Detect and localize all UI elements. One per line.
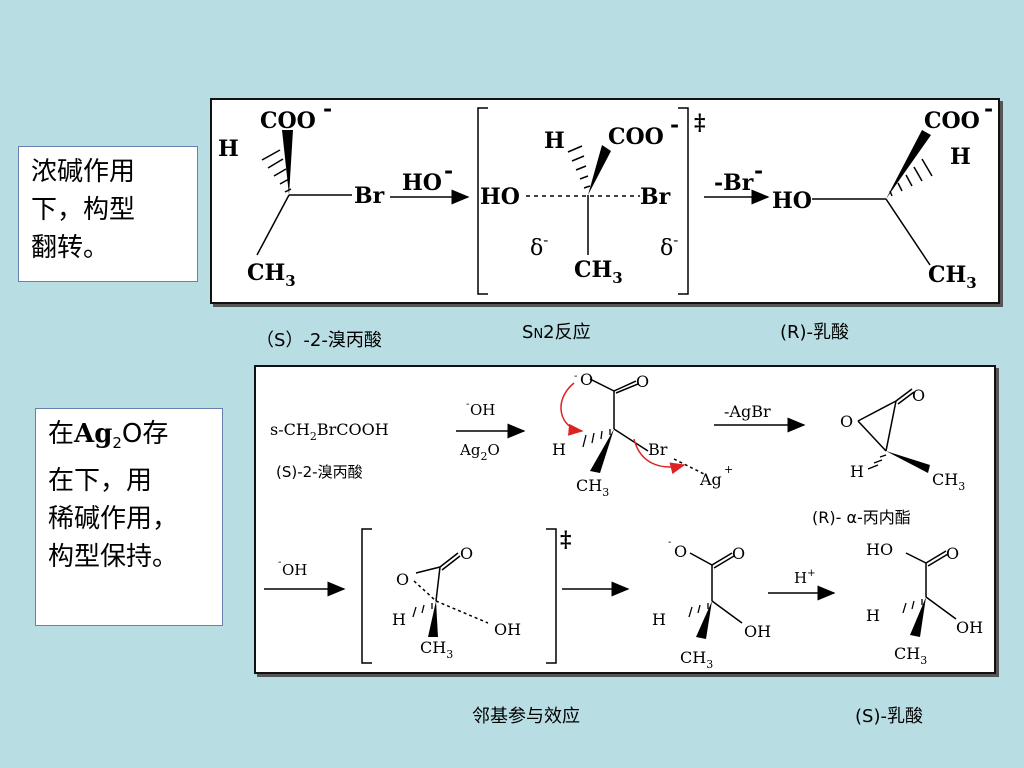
o-label: O xyxy=(460,544,473,563)
br-label: Br xyxy=(640,184,671,210)
note-line: 构型保持。 xyxy=(48,542,179,573)
minus-br-label: -Br xyxy=(714,170,754,196)
formula-label: s-CH2BrCOOH xyxy=(270,420,389,443)
h-label: H xyxy=(392,610,406,629)
ho-label: HO xyxy=(866,540,893,559)
subscript: 2 xyxy=(112,434,122,453)
charge-sign: - xyxy=(574,371,577,382)
o-label: O xyxy=(674,542,687,561)
ch3-label: CH3 xyxy=(574,257,623,287)
coo-label: COO xyxy=(608,124,664,150)
double-dagger: ‡ xyxy=(560,527,572,553)
note-line: 稀碱作用， xyxy=(48,504,179,535)
s-bromopropanoate: COO - H Br CH3 xyxy=(218,96,385,290)
ngp-scheme: s-CH2BrCOOH (S)-2-溴丙酸 - OH Ag2O - O O H xyxy=(264,370,983,671)
note-line: 在下，用 xyxy=(48,466,153,497)
h-label: H xyxy=(552,440,566,459)
h-label: H xyxy=(652,610,666,629)
coo-label: COO xyxy=(260,108,316,134)
o-label: O xyxy=(732,544,745,563)
o-label: O xyxy=(840,412,853,431)
ngp-panel: s-CH2BrCOOH (S)-2-溴丙酸 - OH Ag2O - O O H xyxy=(254,365,996,674)
o-label: O xyxy=(396,570,409,589)
o-label: O xyxy=(636,372,649,391)
sn2-panel: COO - H Br CH3 HO - ‡ H COO - HO xyxy=(210,96,1000,304)
note-line: 下，构型 xyxy=(31,195,136,225)
o-label: O xyxy=(912,386,925,405)
h-plus-label: H+ xyxy=(794,568,815,587)
ch3-label: CH3 xyxy=(928,262,977,292)
acid-arrow: H+ xyxy=(768,568,836,601)
charge-sign: - xyxy=(323,100,332,122)
h-label: H xyxy=(218,136,239,162)
transition-state-2: ‡ O O H OH CH3 xyxy=(361,527,572,664)
delta-minus: δ- xyxy=(530,231,548,261)
note-line: 浓碱作用 xyxy=(31,157,136,187)
charge-sign: - xyxy=(754,158,763,184)
sn2-caption: SN2反应 xyxy=(522,322,591,343)
alpha-lactone: O O H CH3 (R)- α-丙内酯 xyxy=(812,386,965,527)
hydroxide-arrow-2: - OH xyxy=(264,557,346,597)
ch3-label: CH3 xyxy=(680,648,713,671)
s-bromo-label: (S)-2-溴丙酸 xyxy=(276,463,363,481)
charge-sign: - xyxy=(278,557,281,568)
ngp-caption: 邻基参与效应 xyxy=(472,706,580,727)
starting-material: s-CH2BrCOOH (S)-2-溴丙酸 xyxy=(270,420,389,481)
h-label: H xyxy=(866,606,880,625)
agbr-loss-arrow: -AgBr xyxy=(714,402,806,433)
ch3-label: CH3 xyxy=(932,470,965,493)
charge-sign: + xyxy=(724,463,733,476)
coo-label: COO xyxy=(924,108,980,134)
ch3-label: CH3 xyxy=(247,260,296,290)
oh-label: OH xyxy=(956,618,983,637)
o-label: O xyxy=(580,370,593,389)
lactone-label: (R)- α-丙内酯 xyxy=(812,508,911,527)
r-lactate: COO - H HO CH3 xyxy=(772,96,993,292)
ch3-label: CH3 xyxy=(576,476,609,499)
oh-reagent: OH xyxy=(470,401,495,419)
agbr-label: -AgBr xyxy=(724,402,771,421)
h-label: H xyxy=(850,462,864,481)
br-label: Br xyxy=(354,183,385,209)
s-lactate-anion: - O O H OH CH3 xyxy=(652,537,771,671)
ag2o-reagent: Ag2O xyxy=(459,441,500,463)
r-lactic-acid-caption: (R)-乳酸 xyxy=(780,322,850,343)
oh-label: OH xyxy=(494,620,521,639)
oh-label: OH xyxy=(282,561,307,579)
charge-sign: - xyxy=(466,399,469,410)
charge-sign: - xyxy=(984,100,993,122)
ag-label: Ag xyxy=(699,470,722,489)
hydroxide-arrow: HO - xyxy=(390,158,470,205)
charge-sign: - xyxy=(670,112,679,138)
ch3-label: CH3 xyxy=(894,644,927,667)
charge-sign: - xyxy=(444,158,453,184)
s-lactic-acid-caption: (S)-乳酸 xyxy=(855,706,923,727)
ho-label: HO xyxy=(480,184,520,210)
oh-label: OH xyxy=(744,622,771,641)
double-dagger: ‡ xyxy=(694,110,706,136)
o-label: O xyxy=(946,544,959,563)
s-lactic-acid: HO O H OH CH3 xyxy=(866,540,983,667)
note-line: 翻转。 xyxy=(31,233,110,263)
sn2-scheme: COO - H Br CH3 HO - ‡ H COO - HO xyxy=(218,96,993,295)
transition-state: ‡ H COO - HO Br δ- δ- CH3 xyxy=(477,107,706,295)
delta-minus: δ- xyxy=(660,231,678,261)
ch3-label: CH3 xyxy=(420,638,453,661)
ho-label: HO xyxy=(772,188,812,214)
note-retention: 在Ag2O存 在下，用 稀碱作用， 构型保持。 xyxy=(35,408,223,626)
reagent-arrow: - OH Ag2O xyxy=(456,399,526,463)
note-line: 在Ag2O存 xyxy=(48,415,210,462)
s-bromopropanoic-acid-caption: （S）-2-溴丙酸 xyxy=(256,330,382,351)
h-label: H xyxy=(950,144,971,170)
h-label: H xyxy=(544,128,565,154)
ag-symbol: Ag xyxy=(74,419,113,449)
note-text: O存 xyxy=(121,419,169,449)
note-text: 在 xyxy=(48,419,75,449)
charge-sign: - xyxy=(668,537,671,548)
silver-intermediate: - O O H Br Ag + CH3 xyxy=(552,370,733,499)
bromide-loss-arrow: -Br - xyxy=(704,158,770,205)
br-label: Br xyxy=(648,440,668,459)
ho-label: HO xyxy=(402,170,442,196)
note-inversion: 浓碱作用 下，构型 翻转。 xyxy=(18,146,198,282)
